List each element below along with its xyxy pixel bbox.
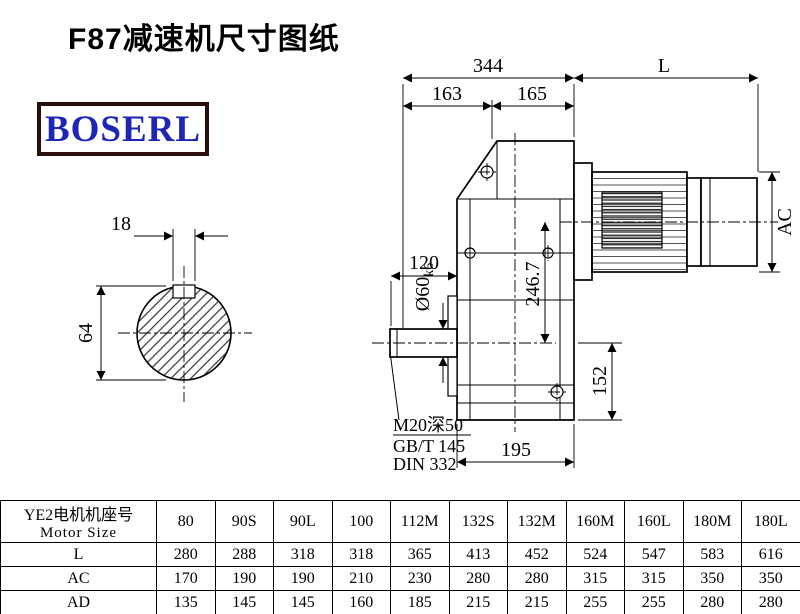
dim-label-AC: AC: [774, 208, 796, 236]
note-din332: DIN 332: [393, 454, 457, 474]
table-cell: 255: [624, 590, 684, 614]
table-cell: 255: [565, 590, 625, 614]
table-cell: 315: [565, 566, 625, 591]
table-cell: 365: [390, 542, 450, 567]
table-cell: 215: [448, 590, 508, 614]
dim-motor-length: L: [574, 55, 759, 172]
dim-depth-rear: 165: [492, 83, 574, 111]
col-header-132S: 132S: [448, 500, 508, 543]
col-header-112M: 112M: [390, 500, 450, 543]
row-label-AC: AC: [0, 566, 157, 591]
table-cell: 315: [624, 566, 684, 591]
table-cell: 145: [214, 590, 274, 614]
table-cell: 190: [214, 566, 274, 591]
dim-label-152: 152: [589, 366, 611, 396]
col-header-90L: 90L: [273, 500, 333, 543]
table-cell: 288: [214, 542, 274, 567]
dim-label-64: 64: [75, 323, 97, 343]
col-header-100: 100: [331, 500, 391, 543]
motor-size-header-en: Motor Size: [39, 525, 118, 541]
dim-label-18: 18: [111, 213, 131, 235]
row-label-AD: AD: [0, 590, 157, 614]
dim-label-L: L: [658, 55, 670, 77]
boserl-logo-text: BOSERL: [44, 108, 202, 150]
thread-notes: M20深50 GB/T 145 DIN 332: [389, 351, 471, 474]
table-header-row: YE2电机机座号 Motor Size 80 90S 90L 100 112M …: [0, 500, 800, 543]
dim-key-width: 18: [111, 213, 228, 281]
dim-label-120: 120: [409, 252, 439, 274]
table-cell: 190: [273, 566, 333, 591]
page-title: F87减速机尺寸图纸: [68, 23, 340, 56]
dim-overall-depth: 344: [402, 55, 575, 328]
dim-foot-offset: 152: [578, 342, 622, 421]
dim-label-163: 163: [432, 83, 462, 105]
table-cell: 547: [624, 542, 684, 567]
note-gbt145: GB/T 145: [393, 436, 465, 456]
row-label-L: L: [0, 542, 157, 567]
col-header-160M: 160M: [565, 500, 625, 543]
col-header-180L: 180L: [741, 500, 800, 543]
table-cell: 280: [448, 566, 508, 591]
col-header-90S: 90S: [214, 500, 274, 543]
table-cell: 230: [390, 566, 450, 591]
dim-shaft-diameter: Ø60k6: [412, 263, 448, 383]
motor-flange: [573, 162, 593, 281]
col-header-160L: 160L: [624, 500, 684, 543]
table-cell: 280: [156, 542, 216, 567]
table-cell: 210: [331, 566, 391, 591]
table-cell: 413: [448, 542, 508, 567]
dim-label-shaft-dia: Ø60k6: [412, 263, 437, 311]
boserl-logo: BOSERL: [37, 102, 209, 156]
table-row-AC: AC 170 190 190 210 230 280 280 315 315 3…: [0, 566, 800, 591]
bolt-hole: [462, 245, 478, 261]
col-header-132M: 132M: [507, 500, 567, 543]
shaft-section-view: [118, 266, 252, 402]
table-cell: 318: [273, 542, 333, 567]
table-cell: 280: [507, 566, 567, 591]
bolt-hole: [478, 163, 496, 181]
table-cell: 452: [507, 542, 567, 567]
output-shaft-view: [372, 328, 556, 358]
col-header-180M: 180M: [682, 500, 742, 543]
dim-base-width: 195: [456, 424, 575, 468]
technical-drawing: 18 64: [75, 55, 796, 474]
table-cell: 145: [273, 590, 333, 614]
table-row-AD: AD 135 145 145 160 185 215 215 255 255 2…: [0, 590, 800, 614]
table-cell: 135: [156, 590, 216, 614]
table-cell: 160: [331, 590, 391, 614]
table-cell: 185: [390, 590, 450, 614]
table-cell: 350: [741, 566, 800, 591]
dim-shaft-end-diameter: 64: [75, 285, 166, 381]
dim-label-246.7: 246.7: [522, 262, 544, 307]
dim-depth-front: 163: [403, 83, 493, 139]
motor-view: [560, 162, 778, 281]
table-cell: 583: [682, 542, 742, 567]
table-cell: 280: [682, 590, 742, 614]
table-cell: 170: [156, 566, 216, 591]
motor-size-table: YE2电机机座号 Motor Size 80 90S 90L 100 112M …: [0, 500, 800, 614]
table-cell: 215: [507, 590, 567, 614]
dim-label-195: 195: [501, 439, 531, 461]
motor-size-header: YE2电机机座号 Motor Size: [0, 500, 157, 543]
dim-label-344: 344: [473, 55, 503, 77]
gearbox-view: [447, 133, 575, 432]
motor-size-header-cn: YE2电机机座号: [23, 507, 134, 524]
col-header-80: 80: [156, 500, 216, 543]
table-cell: 524: [565, 542, 625, 567]
dim-motor-diameter: AC: [759, 171, 796, 273]
table-cell: 350: [682, 566, 742, 591]
motor-fin-block: [601, 191, 663, 249]
note-m20: M20深50: [393, 415, 463, 435]
table-row-L: L 280 288 318 318 365 413 452 524 547 58…: [0, 542, 800, 567]
dim-shaft-length: 120: [390, 252, 457, 326]
dim-label-165: 165: [517, 83, 547, 105]
table-cell: 318: [331, 542, 391, 567]
table-cell: 616: [741, 542, 800, 567]
table-cell: 280: [741, 590, 800, 614]
bolt-hole: [548, 383, 566, 401]
dim-axis-height: 246.7: [522, 222, 550, 343]
